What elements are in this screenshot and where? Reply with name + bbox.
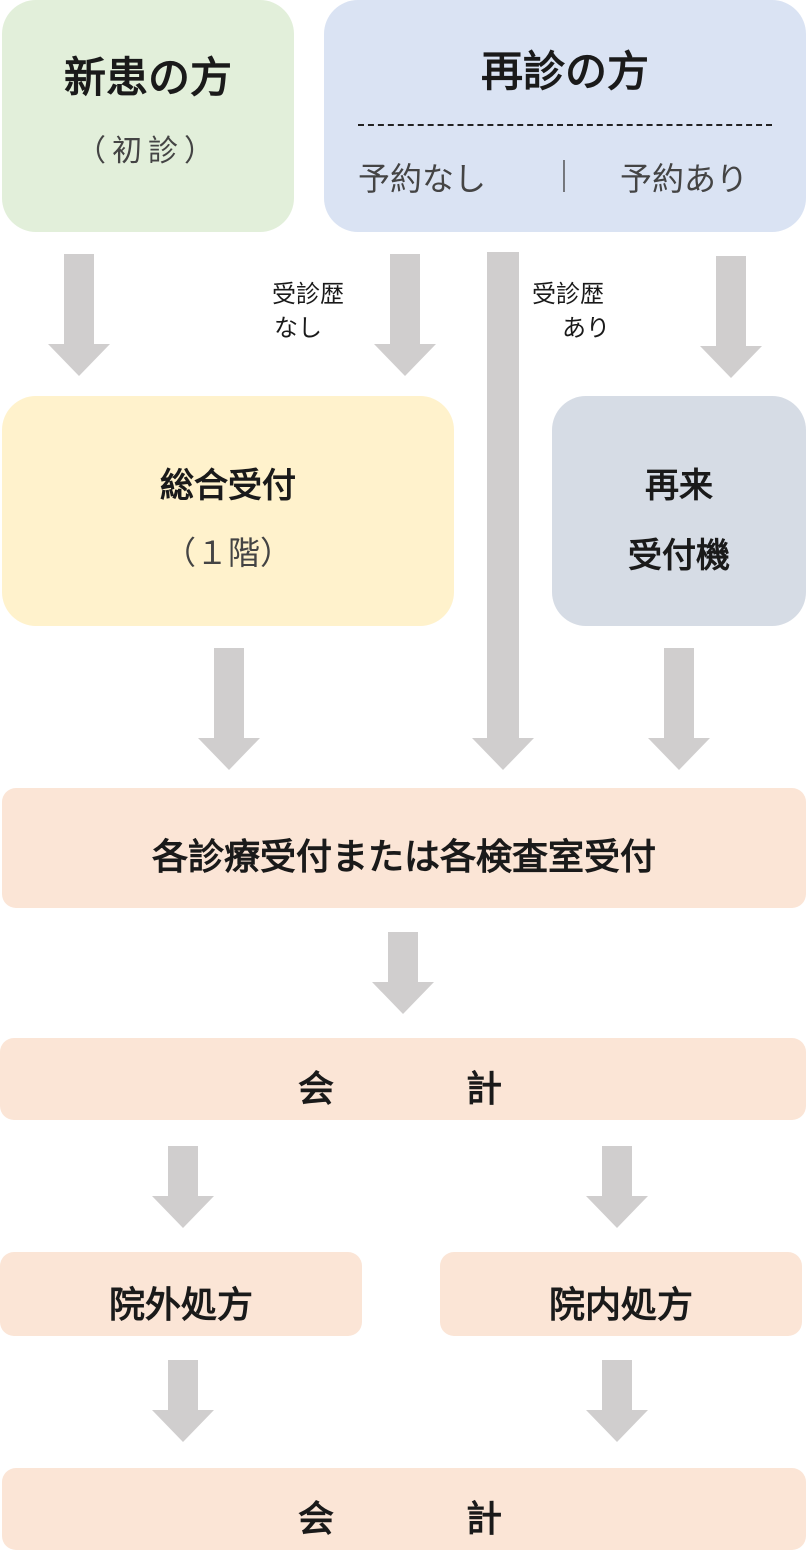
general-reception-title: 総合受付	[160, 466, 296, 506]
arrow-new-to-general	[48, 254, 110, 376]
arrow-dept-to-payment	[372, 932, 434, 1014]
no-appointment-label: 予約なし	[358, 160, 487, 198]
arrow-inside-to-payment	[586, 1360, 648, 1442]
payment-1-right: 計	[466, 1069, 503, 1110]
return-patient-box: 再診の方 予約なし ｜ 予約あり	[324, 0, 806, 232]
revisit-machine-line1: 再来	[645, 466, 713, 506]
has-history-label-2: あり	[562, 314, 610, 342]
payment-1-left: 会	[298, 1069, 335, 1110]
arrow-has-history-to-dept	[472, 252, 534, 770]
payment-box-1: 会 計	[0, 1038, 806, 1120]
return-patient-title: 再診の方	[480, 47, 649, 96]
new-patient-sub: （初診）	[76, 134, 220, 169]
arrow-outside-to-payment	[152, 1360, 214, 1442]
arrow-no-history-to-general	[374, 254, 436, 376]
dept-reception-box: 各診療受付または各検査室受付	[2, 788, 806, 908]
arrow-payment-to-outside	[152, 1146, 214, 1228]
general-reception-floor: （１階）	[163, 534, 292, 572]
arrow-appointment-to-machine	[700, 256, 762, 378]
inside-rx-box: 院内処方	[440, 1252, 802, 1336]
arrow-machine-to-dept	[648, 648, 710, 770]
general-reception-box: 総合受付 （１階）	[2, 396, 454, 626]
arrow-general-to-dept	[198, 648, 260, 770]
payment-2-left: 会	[298, 1499, 335, 1540]
revisit-machine-line2: 受付機	[628, 536, 730, 576]
outside-rx-title: 院外処方	[108, 1285, 253, 1326]
revisit-machine-box: 再来 受付機	[552, 396, 806, 626]
has-appointment-label: 予約あり	[620, 160, 749, 198]
new-patient-box: 新患の方 （初診）	[2, 0, 294, 232]
appointment-separator: ｜	[548, 158, 581, 196]
payment-box-2: 会 計	[2, 1468, 806, 1550]
no-history-label-1: 受診歴	[272, 280, 344, 308]
payment-2-right: 計	[466, 1499, 503, 1540]
divider-dashed	[358, 124, 772, 126]
outside-rx-box: 院外処方	[0, 1252, 362, 1336]
dept-reception-title: 各診療受付または各検査室受付	[151, 837, 656, 878]
new-patient-title: 新患の方	[63, 53, 232, 102]
inside-rx-title: 院内処方	[548, 1285, 693, 1326]
has-history-label-1: 受診歴	[532, 280, 604, 308]
arrow-payment-to-inside	[586, 1146, 648, 1228]
no-history-label-2: なし	[274, 314, 322, 342]
